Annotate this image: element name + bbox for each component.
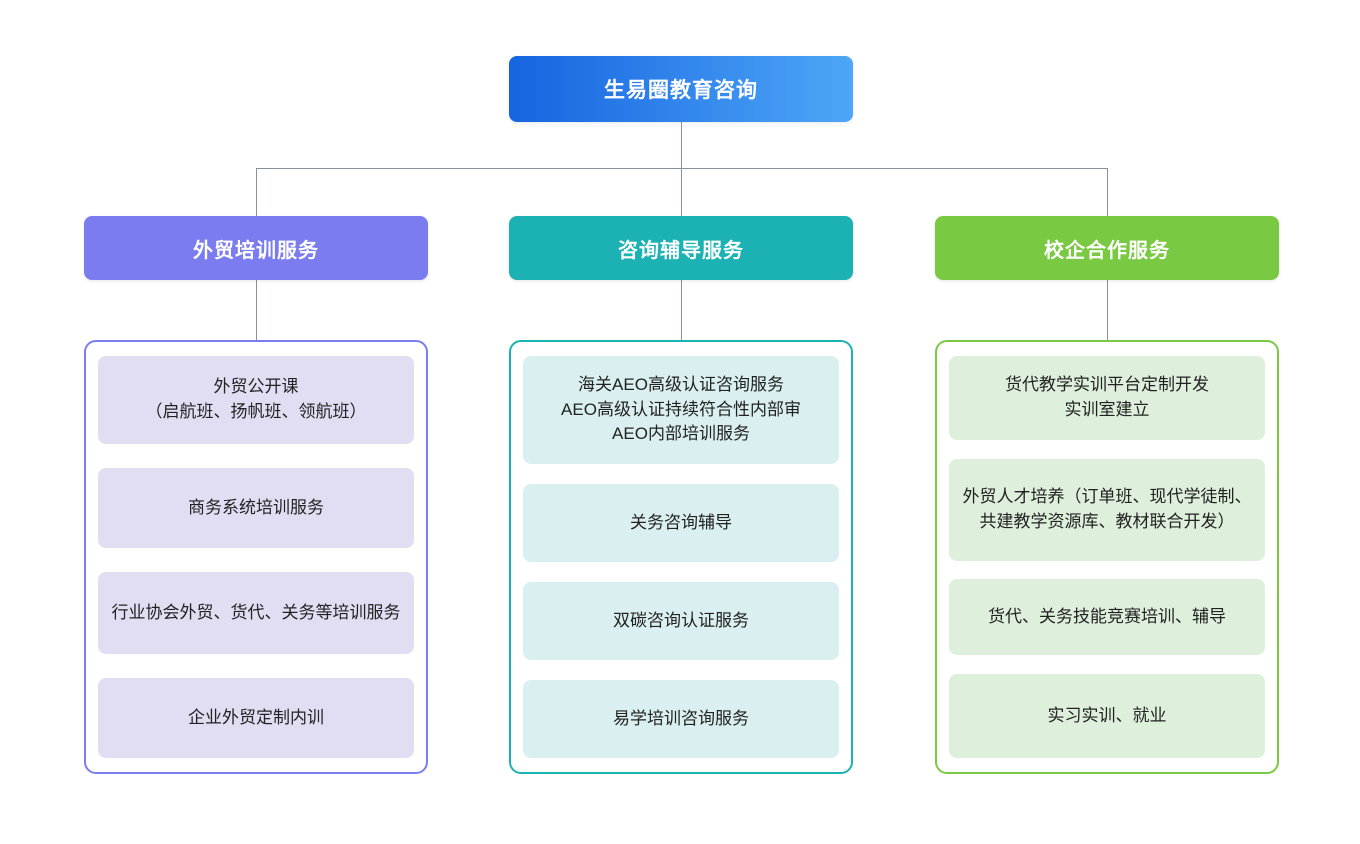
service-item-label: 货代教学实训平台定制开发 实训室建立 — [1005, 375, 1209, 419]
service-item[interactable]: 关务咨询辅导 — [523, 484, 839, 562]
service-item[interactable]: 货代、关务技能竞赛培训、辅导 — [949, 579, 1265, 656]
branch-column-0: 外贸培训服务外贸公开课 （启航班、扬帆班、领航班） 商务系统培训服务行业协会外贸、… — [84, 0, 428, 844]
service-item[interactable]: 货代教学实训平台定制开发 实训室建立 — [949, 356, 1265, 440]
service-item[interactable]: 外贸人才培养（订单班、现代学徒制、共建教学资源库、教材联合开发） — [949, 458, 1265, 561]
service-item-label: 企业外贸定制内训 — [188, 707, 324, 727]
service-item-label: 行业协会外贸、货代、关务等培训服务 — [111, 602, 401, 622]
service-item-label: 易学培训咨询服务 — [613, 708, 749, 728]
service-item[interactable]: 外贸公开课 （启航班、扬帆班、领航班） — [98, 356, 414, 444]
connector-branch-stem-0 — [256, 168, 257, 216]
service-item[interactable]: 双碳咨询认证服务 — [523, 582, 839, 660]
service-item[interactable]: 行业协会外贸、货代、关务等培训服务 — [98, 572, 414, 654]
connector-panel-stem-2 — [1107, 280, 1108, 340]
service-item-label: 商务系统培训服务 — [188, 497, 324, 517]
service-item-label: 海关AEO高级认证咨询服务 AEO高级认证持续符合性内部审 AEO内部培训服务 — [561, 375, 801, 444]
category-panel-0: 外贸公开课 （启航班、扬帆班、领航班） 商务系统培训服务行业协会外贸、货代、关务等… — [84, 340, 428, 774]
category-header-label: 校企合作服务 — [1044, 239, 1170, 262]
connector-panel-stem-1 — [681, 280, 682, 340]
service-item-label: 外贸公开课 （启航班、扬帆班、领航班） — [145, 377, 367, 421]
service-item[interactable]: 实习实训、就业 — [949, 673, 1265, 758]
branch-column-2: 校企合作服务货代教学实训平台定制开发 实训室建立外贸人才培养（订单班、现代学徒制… — [935, 0, 1279, 844]
service-item-label: 关务咨询辅导 — [630, 512, 732, 532]
connector-root-stem — [681, 122, 682, 168]
branch-column-1: 咨询辅导服务海关AEO高级认证咨询服务 AEO高级认证持续符合性内部审 AEO内… — [509, 0, 853, 844]
service-item-label: 实习实训、就业 — [1047, 705, 1167, 725]
service-item-label: 双碳咨询认证服务 — [613, 610, 749, 630]
service-item-label: 外贸人才培养（订单班、现代学徒制、共建教学资源库、教材联合开发） — [962, 487, 1252, 531]
category-header-label: 外贸培训服务 — [193, 239, 319, 262]
connector-panel-stem-0 — [256, 280, 257, 340]
category-header-0[interactable]: 外贸培训服务 — [84, 216, 428, 280]
connector-branch-stem-1 — [681, 168, 682, 216]
root-node-education-consulting[interactable]: 生易圈教育咨询 — [509, 56, 853, 122]
root-node-label: 生易圈教育咨询 — [604, 79, 758, 102]
service-item[interactable]: 商务系统培训服务 — [98, 468, 414, 548]
category-panel-1: 海关AEO高级认证咨询服务 AEO高级认证持续符合性内部审 AEO内部培训服务关… — [509, 340, 853, 774]
category-header-label: 咨询辅导服务 — [618, 239, 744, 262]
service-item[interactable]: 海关AEO高级认证咨询服务 AEO高级认证持续符合性内部审 AEO内部培训服务 — [523, 356, 839, 464]
category-panel-2: 货代教学实训平台定制开发 实训室建立外贸人才培养（订单班、现代学徒制、共建教学资… — [935, 340, 1279, 774]
category-header-1[interactable]: 咨询辅导服务 — [509, 216, 853, 280]
connector-branch-stem-2 — [1107, 168, 1108, 216]
service-item[interactable]: 企业外贸定制内训 — [98, 678, 414, 758]
service-item-label: 货代、关务技能竞赛培训、辅导 — [988, 606, 1226, 626]
category-header-2[interactable]: 校企合作服务 — [935, 216, 1279, 280]
service-item[interactable]: 易学培训咨询服务 — [523, 680, 839, 758]
